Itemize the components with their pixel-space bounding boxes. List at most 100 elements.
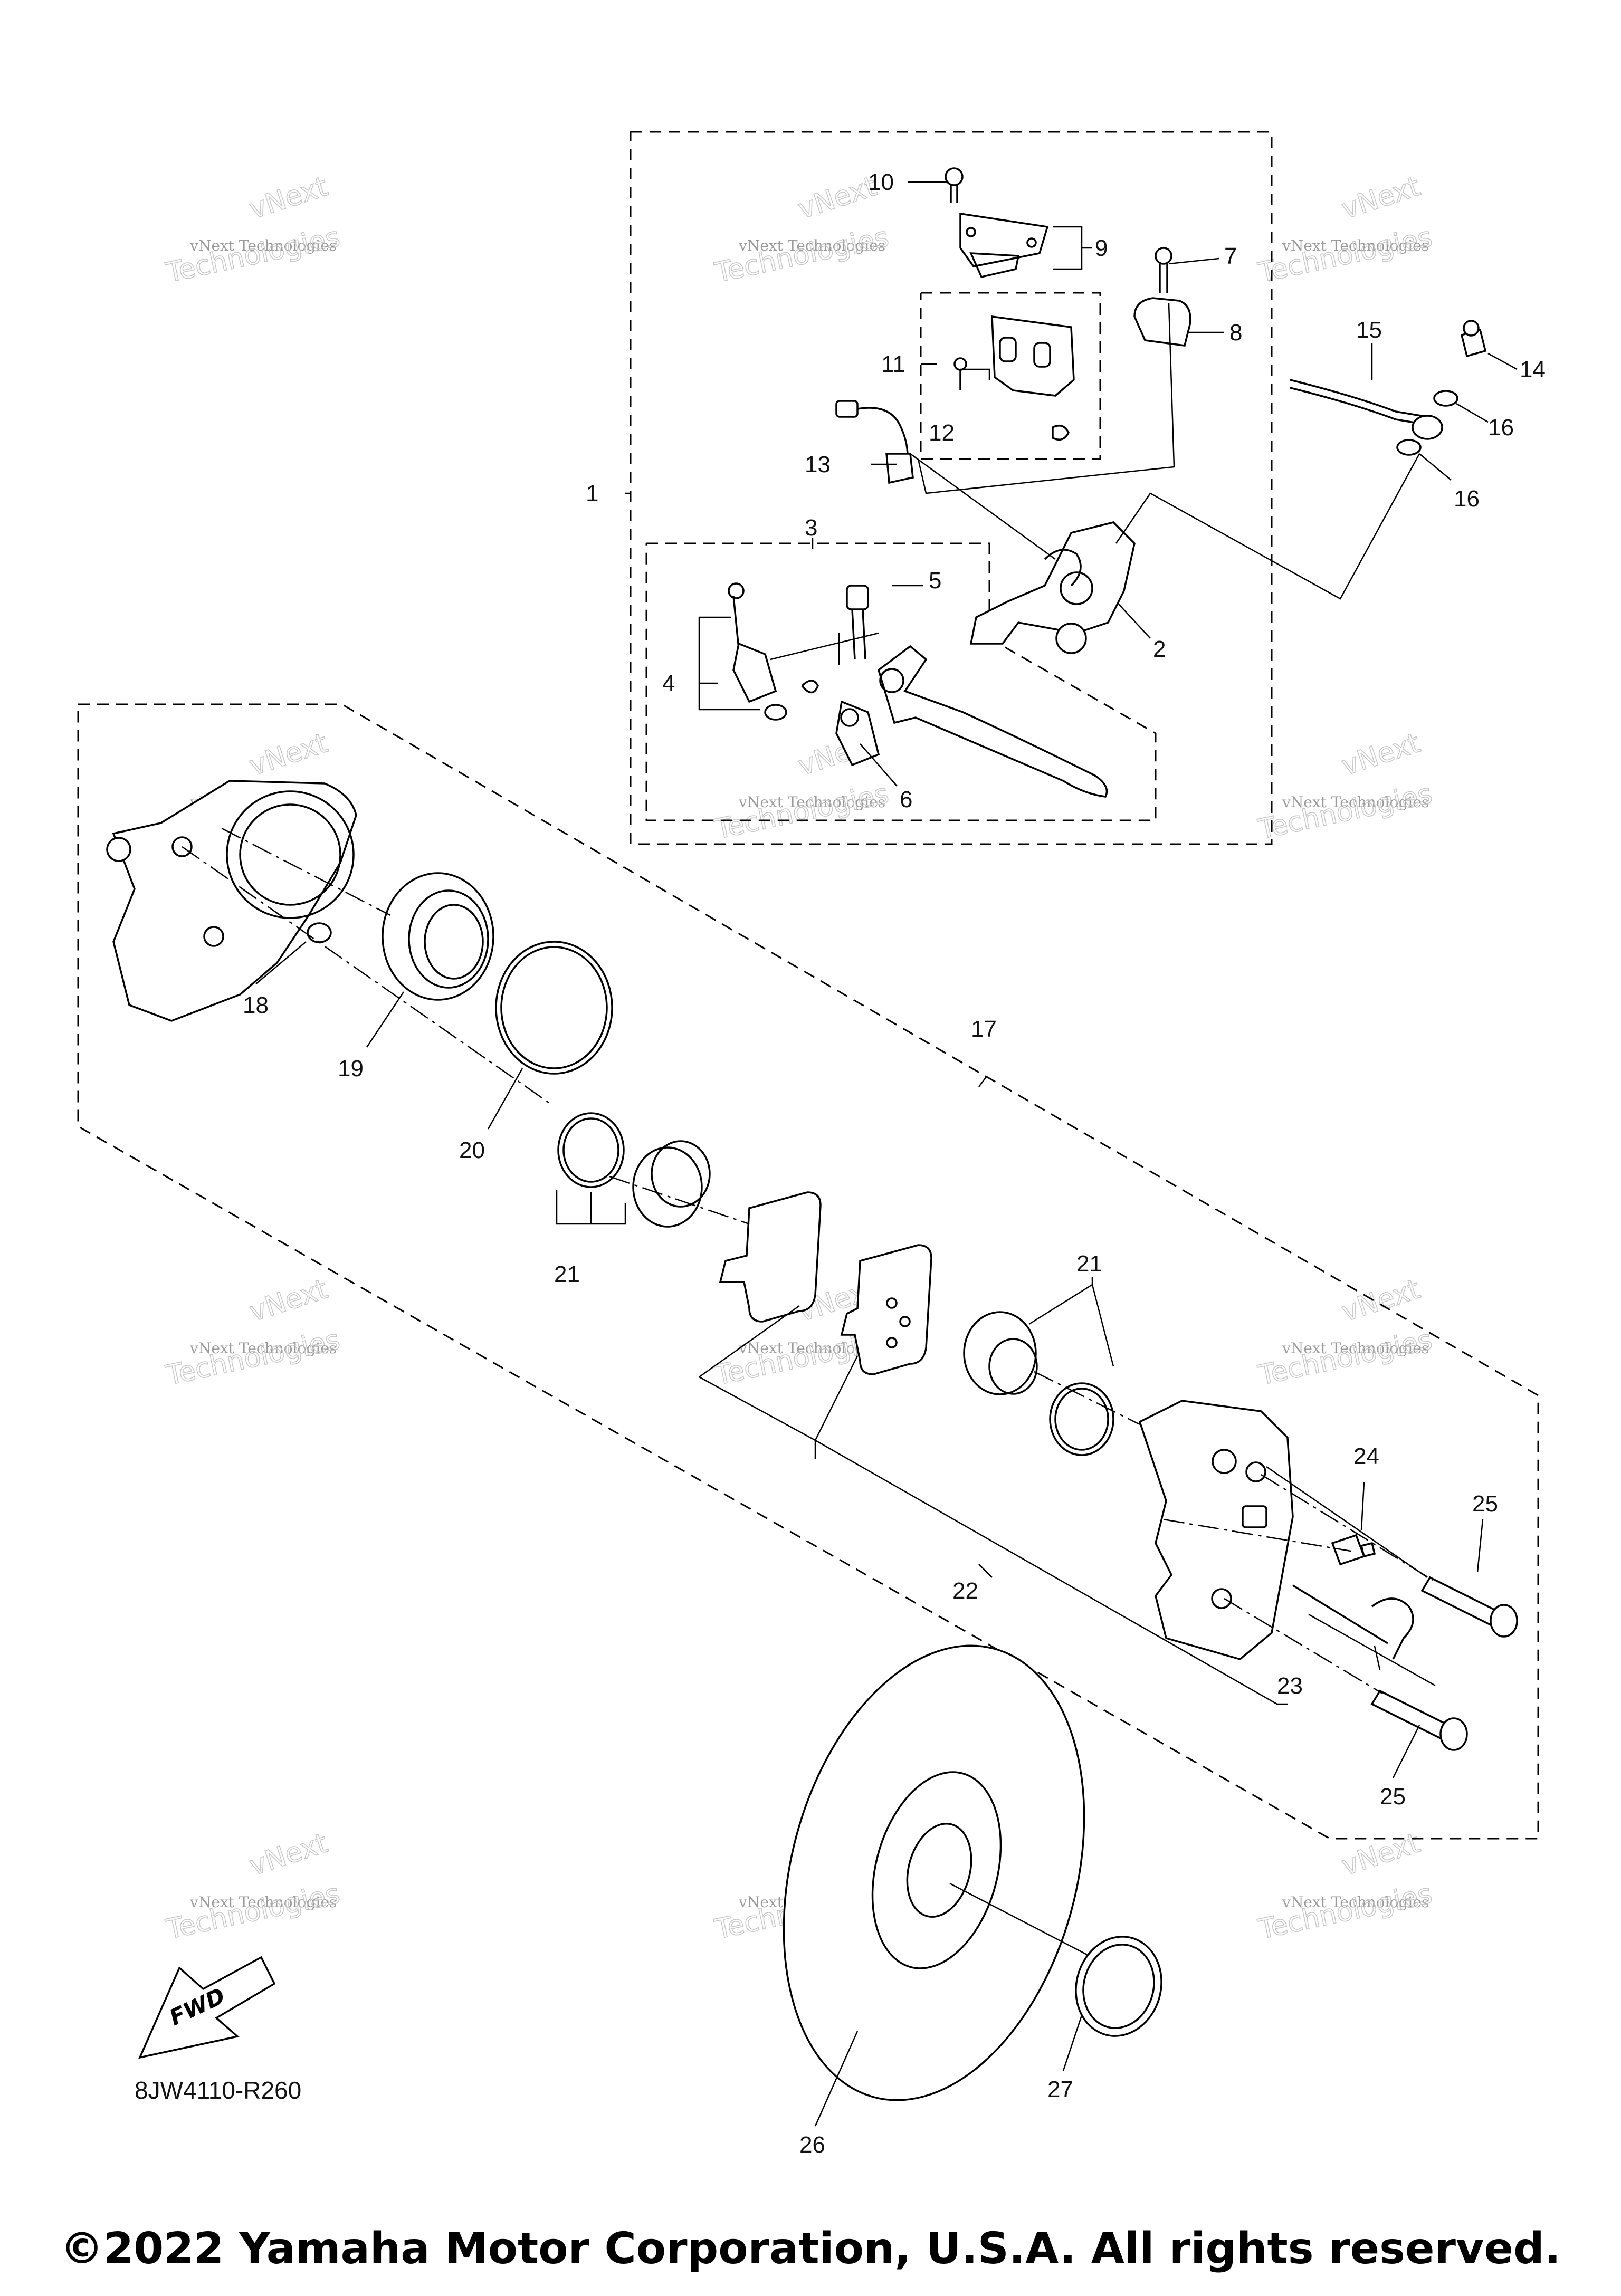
watermark-12: vNext vNext Technologies Technologies bbox=[1255, 1827, 1435, 1946]
master-cylinder-body bbox=[969, 521, 1136, 654]
callout-3: 3 bbox=[805, 515, 817, 541]
callout-22: 22 bbox=[952, 1578, 978, 1604]
brake-hose bbox=[1290, 379, 1443, 440]
watermark-10: vNext vNext Technologies Technologies bbox=[163, 1827, 343, 1946]
watermark-9: vNext vNext Technologies Technologies bbox=[1255, 1273, 1435, 1392]
callout-17: 17 bbox=[971, 1016, 997, 1042]
reservoir-cap-screw bbox=[945, 167, 964, 203]
reservoir-cap bbox=[959, 212, 1049, 279]
svg-text:Technologies: Technologies bbox=[712, 222, 891, 289]
svg-text:vNext Technologies: vNext Technologies bbox=[189, 1340, 337, 1357]
svg-text:vNext Technologies: vNext Technologies bbox=[189, 1893, 337, 1911]
svg-text:Technologies: Technologies bbox=[712, 778, 891, 846]
caliper-parts bbox=[106, 780, 1518, 1751]
caliper-body-right bbox=[1138, 1400, 1294, 1660]
svg-text:vNext Technologies: vNext Technologies bbox=[189, 237, 337, 254]
caliper-bolt-lower bbox=[1370, 1689, 1468, 1751]
chain-lines bbox=[182, 827, 1433, 1695]
group-boxes bbox=[77, 131, 1539, 1840]
callout-19: 19 bbox=[338, 1056, 364, 1082]
watermark-3: vNext vNext Technologies Technologies bbox=[1255, 170, 1435, 290]
piston-seal-left bbox=[557, 1112, 625, 1188]
svg-text:vNext: vNext bbox=[1338, 170, 1424, 225]
callout-10: 10 bbox=[868, 169, 894, 195]
callout-21b: 21 bbox=[1076, 1251, 1102, 1277]
master-cylinder-parts bbox=[728, 167, 1487, 798]
callout-numbers: 1 2 3 4 5 6 7 8 9 10 11 12 13 14 15 16 1… bbox=[243, 169, 1546, 2158]
callout-9: 9 bbox=[1095, 235, 1108, 261]
small-bushing bbox=[307, 922, 332, 943]
brake-pad-right bbox=[840, 1244, 932, 1375]
callout-18: 18 bbox=[243, 992, 269, 1018]
callout-13: 13 bbox=[805, 452, 831, 477]
svg-text:vNext Technologies: vNext Technologies bbox=[1282, 237, 1429, 254]
svg-text:Technologies: Technologies bbox=[1255, 222, 1435, 289]
svg-text:Technologies: Technologies bbox=[1255, 1878, 1435, 1946]
svg-text:Technologies: Technologies bbox=[163, 222, 342, 289]
bearing bbox=[382, 872, 494, 1001]
piston-seal-right bbox=[1049, 1382, 1114, 1456]
callout-20: 20 bbox=[459, 1137, 485, 1163]
svg-text:Technologies: Technologies bbox=[163, 1324, 342, 1392]
callout-4: 4 bbox=[662, 671, 675, 696]
callout-11: 11 bbox=[881, 351, 905, 377]
copyright-notice: ©2022 Yamaha Motor Corporation, U.S.A. A… bbox=[60, 2224, 1561, 2274]
bleed-valve bbox=[1331, 1534, 1376, 1566]
holder-bolt bbox=[1155, 247, 1172, 293]
brake-light-switch bbox=[835, 400, 914, 484]
callout-16a: 16 bbox=[1488, 415, 1514, 441]
fwd-arrow: FWD bbox=[138, 1956, 276, 2059]
callout-6: 6 bbox=[900, 787, 912, 812]
svg-text:vNext: vNext bbox=[245, 170, 331, 225]
disc-parts bbox=[783, 1644, 1162, 2101]
caliper-housing-left bbox=[106, 780, 357, 1022]
brake-lever bbox=[877, 645, 1108, 798]
callout-26: 26 bbox=[799, 2132, 825, 2158]
callout-14: 14 bbox=[1520, 357, 1546, 382]
svg-text:vNext: vNext bbox=[245, 727, 331, 782]
callout-7: 7 bbox=[1224, 243, 1237, 269]
pad-pin-clip bbox=[1292, 1584, 1414, 1660]
callout-5: 5 bbox=[929, 568, 941, 594]
svg-text:Technologies: Technologies bbox=[163, 1878, 342, 1946]
svg-text:Technologies: Technologies bbox=[1255, 778, 1435, 846]
svg-text:vNext Technologies: vNext Technologies bbox=[1282, 1893, 1429, 1911]
callout-2: 2 bbox=[1153, 636, 1166, 662]
callout-25a: 25 bbox=[1472, 1491, 1498, 1517]
svg-text:Technologies: Technologies bbox=[1255, 1324, 1435, 1392]
svg-text:vNext Technologies: vNext Technologies bbox=[738, 237, 885, 254]
svg-text:vNext: vNext bbox=[1338, 727, 1424, 782]
svg-text:vNext: vNext bbox=[1338, 1273, 1424, 1328]
watermark-6: vNext vNext Technologies Technologies bbox=[1255, 727, 1435, 846]
callout-1: 1 bbox=[586, 481, 598, 506]
brake-pad-left bbox=[719, 1191, 822, 1323]
union-bolt bbox=[1460, 320, 1487, 358]
svg-text:vNext: vNext bbox=[245, 1827, 331, 1882]
leader-lines bbox=[255, 181, 1518, 2127]
piston-left bbox=[632, 1140, 711, 1228]
svg-text:vNext: vNext bbox=[1338, 1827, 1424, 1882]
callout-24: 24 bbox=[1353, 1443, 1379, 1469]
reservoir-subgroup-box bbox=[920, 292, 1101, 460]
reservoir-screw bbox=[953, 357, 967, 390]
lever-bushing bbox=[835, 700, 880, 767]
diagram-code-label: 8JW4110-R260 bbox=[135, 2077, 302, 2104]
callout-25b: 25 bbox=[1380, 1784, 1406, 1810]
callout-15: 15 bbox=[1356, 317, 1382, 343]
handlebar-holder bbox=[1133, 297, 1191, 347]
watermark-2: vNext vNext Technologies Technologies bbox=[711, 170, 892, 290]
o-ring-large bbox=[495, 941, 613, 1075]
copper-washer-lower bbox=[1396, 439, 1422, 456]
circlip bbox=[1075, 1936, 1162, 2037]
callout-12: 12 bbox=[929, 420, 955, 446]
piston-right bbox=[963, 1311, 1038, 1395]
callout-23: 23 bbox=[1277, 1673, 1303, 1699]
callout-8: 8 bbox=[1229, 320, 1242, 346]
caliper-bolt-upper bbox=[1420, 1576, 1518, 1638]
callout-16b: 16 bbox=[1454, 486, 1480, 512]
svg-text:vNext Technologies: vNext Technologies bbox=[1282, 1340, 1429, 1357]
watermark-1: vNext vNext Technologies Technologies bbox=[163, 170, 343, 290]
svg-text:vNext Technologies: vNext Technologies bbox=[738, 793, 885, 811]
lever-subgroup-box bbox=[645, 542, 1157, 821]
